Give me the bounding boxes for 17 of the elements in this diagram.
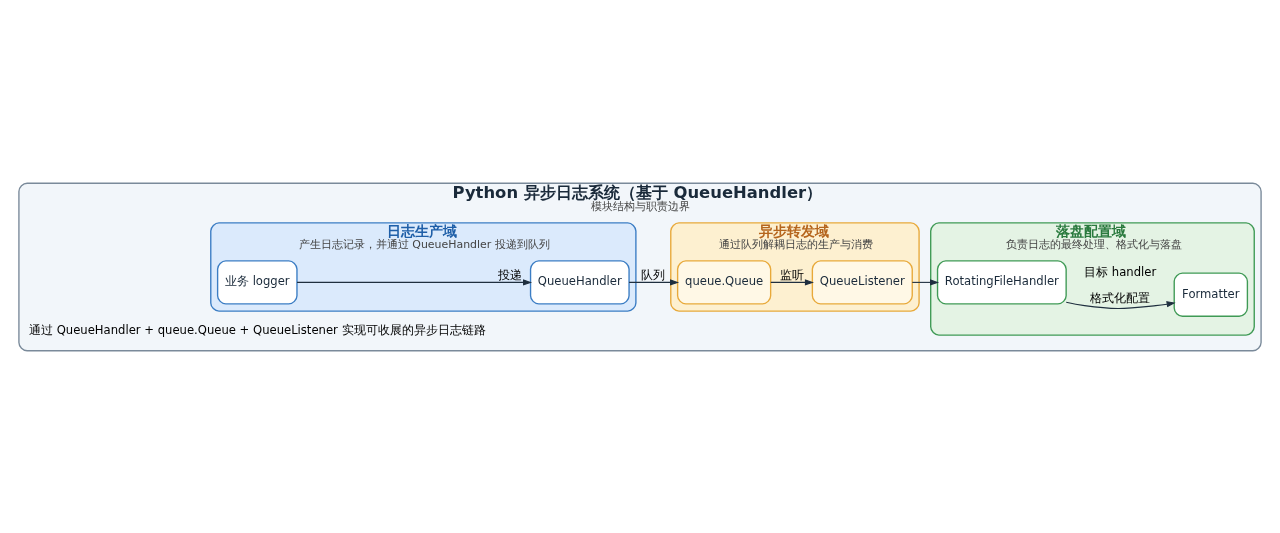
edge-label: 格式化配置 (1090, 290, 1151, 305)
node-box: Formatter (1173, 271, 1249, 317)
edge-label: 队列 (641, 267, 666, 282)
arrow (296, 278, 533, 286)
arrow (628, 278, 680, 286)
arrow (770, 278, 814, 286)
node-box: QueueHandler (529, 259, 630, 305)
node-box: QueueListener (811, 259, 913, 305)
node-box: queue.Queue (676, 259, 772, 305)
node-box: 业务 logger (216, 259, 298, 305)
edge-label: 监听 (779, 267, 804, 282)
label: 目标 handler (1084, 264, 1157, 279)
arrow (1065, 300, 1176, 309)
arrow (911, 278, 940, 286)
node-box: RotatingFileHandler (936, 259, 1067, 305)
label: 通过 QueueHandler + queue.Queue + QueueListener 实现可收展的异步日志链路 (29, 322, 486, 337)
edge-label: 投递 (497, 267, 522, 282)
